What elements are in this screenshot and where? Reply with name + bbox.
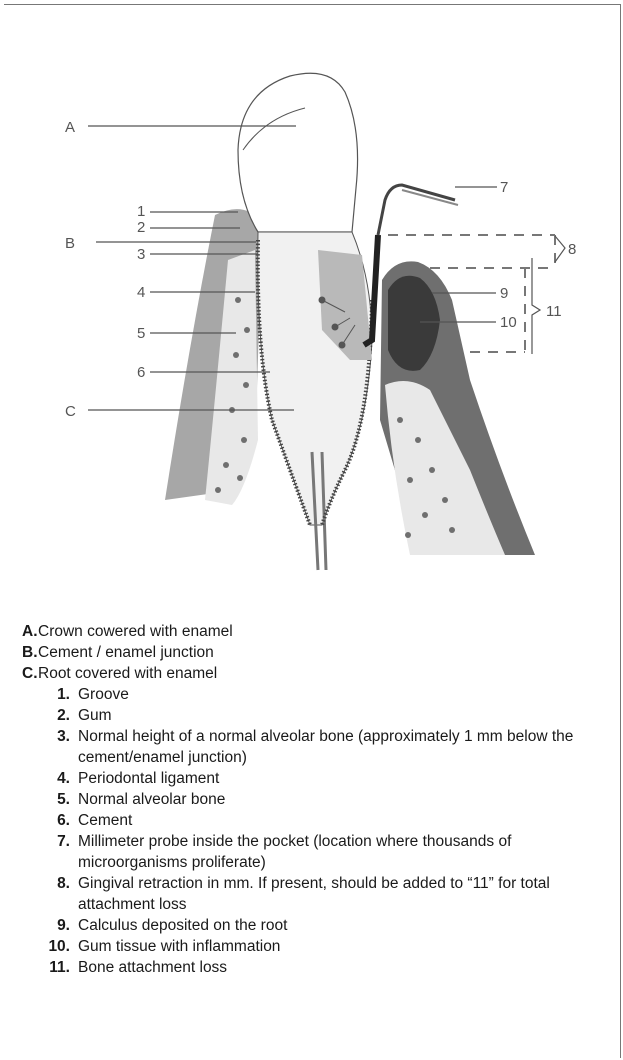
legend-text: Calculus deposited on the root	[78, 915, 602, 936]
legend-letter-item: B.Cement / enamel junction	[22, 642, 602, 663]
callout-4: 4	[137, 284, 145, 301]
legend-key: 7.	[22, 831, 78, 873]
legend-key: 3.	[22, 726, 78, 768]
callout-10: 10	[500, 314, 517, 331]
callout-9: 9	[500, 285, 508, 302]
legend-number-item: 3.Normal height of a normal alveolar bon…	[22, 726, 602, 768]
callout-6: 6	[137, 364, 145, 381]
callout-5: 5	[137, 325, 145, 342]
legend-number-item: 11.Bone attachment loss	[22, 957, 602, 978]
legend-text: Gum	[78, 705, 602, 726]
legend-letter-item: C.Root covered with enamel	[22, 663, 602, 684]
legend-number-item: 10.Gum tissue with inflammation	[22, 936, 602, 957]
brace-11	[532, 258, 540, 354]
legend-number-list: 1.Groove 2.Gum 3.Normal height of a norm…	[22, 684, 602, 978]
legend-number-item: 9.Calculus deposited on the root	[22, 915, 602, 936]
legend-number-item: 5.Normal alveolar bone	[22, 789, 602, 810]
legend-text: Millimeter probe inside the pocket (loca…	[78, 831, 602, 873]
legend-text: Crown cowered with enamel	[38, 621, 233, 642]
callout-1: 1	[137, 203, 145, 220]
legend-key: 10.	[22, 936, 78, 957]
legend-text: Groove	[78, 684, 602, 705]
legend-text: Periodontal ligament	[78, 768, 602, 789]
brace-8	[555, 236, 565, 262]
legend-key: 11.	[22, 957, 78, 978]
legend-number-item: 7.Millimeter probe inside the pocket (lo…	[22, 831, 602, 873]
legend-text: Root covered with enamel	[38, 663, 217, 684]
legend-key: 4.	[22, 768, 78, 789]
callout-11: 11	[546, 303, 562, 320]
legend-text: Bone attachment loss	[78, 957, 602, 978]
callout-A: A	[65, 119, 75, 136]
legend-key: 5.	[22, 789, 78, 810]
legend-key: B.	[22, 642, 38, 663]
legend-key: 2.	[22, 705, 78, 726]
legend-key: 1.	[22, 684, 78, 705]
legend-number-item: 8.Gingival retraction in mm. If present,…	[22, 873, 602, 915]
callout-8: 8	[568, 241, 576, 258]
legend-key: A.	[22, 621, 38, 642]
tooth-crown	[238, 73, 358, 232]
callout-C: C	[65, 403, 76, 420]
legend-key: 9.	[22, 915, 78, 936]
callout-2: 2	[137, 219, 145, 236]
legend-number-item: 6.Cement	[22, 810, 602, 831]
legend-text: Gum tissue with inflammation	[78, 936, 602, 957]
legend-key: 6.	[22, 810, 78, 831]
legend-text: Normal alveolar bone	[78, 789, 602, 810]
legend-text: Normal height of a normal alveolar bone …	[78, 726, 602, 768]
legend-letter-list: A.Crown cowered with enamel B.Cement / e…	[22, 621, 602, 684]
callout-7: 7	[500, 179, 508, 196]
legend-text: Gingival retraction in mm. If present, s…	[78, 873, 602, 915]
legend-key: C.	[22, 663, 38, 684]
tooth-cross-section-diagram: A 1 2 B 3 4 5 6 C 7 8 9 10 11	[0, 0, 623, 600]
legend-number-item: 1.Groove	[22, 684, 602, 705]
callout-B: B	[65, 235, 75, 252]
callout-3: 3	[137, 246, 145, 263]
legend-letter-item: A.Crown cowered with enamel	[22, 621, 602, 642]
legend-key: 8.	[22, 873, 78, 915]
legend-number-item: 2.Gum	[22, 705, 602, 726]
legend: A.Crown cowered with enamel B.Cement / e…	[22, 621, 602, 978]
legend-number-item: 4.Periodontal ligament	[22, 768, 602, 789]
legend-text: Cement / enamel junction	[38, 642, 214, 663]
legend-text: Cement	[78, 810, 602, 831]
